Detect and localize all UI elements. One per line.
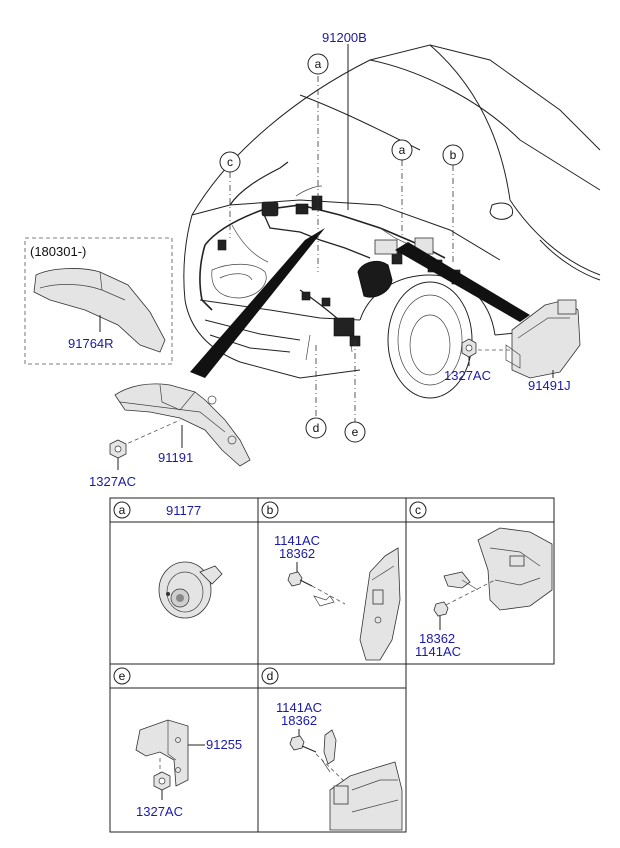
bracket-main: 91191 1327AC: [89, 383, 251, 489]
callout-bracket-main: 91191: [158, 450, 193, 465]
svg-text:c: c: [227, 155, 233, 169]
junction-box: 1327AC 91491J: [444, 299, 581, 393]
marker-d: d: [305, 417, 327, 439]
callout-harness-main: 91200B: [322, 30, 367, 45]
cell-a-part: 91177: [166, 503, 201, 518]
cell-b-part2: 18362: [279, 546, 315, 561]
svg-text:a: a: [315, 57, 322, 71]
cell-c-part2: 1141AC: [415, 644, 461, 659]
svg-text:d: d: [313, 421, 320, 435]
cell-e-marker: e: [119, 669, 126, 683]
cell-c-part1: 18362: [419, 631, 455, 646]
leader-wedge-left: [190, 228, 325, 378]
svg-text:a: a: [399, 143, 406, 157]
callout-nut-left: 1327AC: [89, 474, 136, 489]
cell-a: a 91177: [113, 501, 223, 619]
cell-a-marker: a: [119, 503, 126, 517]
marker-a-mid: a: [391, 139, 413, 161]
date-note: (180301-): [30, 244, 86, 259]
cell-c: c 18362 1141AC: [409, 501, 553, 659]
marker-a-top: a: [307, 53, 329, 75]
callout-protector: 91764R: [68, 336, 114, 351]
cell-e-part1: 91255: [206, 737, 242, 752]
marker-c: c: [219, 151, 241, 173]
cell-e-part2: 1327AC: [136, 804, 183, 819]
cell-d-part1: 1141AC: [276, 700, 322, 715]
callout-nut-right: 1327AC: [444, 368, 491, 383]
callout-junction-box: 91491J: [528, 378, 571, 393]
svg-text:b: b: [450, 148, 457, 162]
cell-b-marker: b: [267, 503, 274, 517]
cell-e: e 91255 1327AC: [113, 667, 242, 819]
marker-b: b: [442, 144, 464, 166]
cell-d: d 1141AC 18362: [261, 667, 403, 831]
cell-d-marker: d: [267, 669, 274, 683]
protector-inset: (180301-) 91764R: [24, 237, 173, 365]
detail-table: [109, 497, 555, 833]
leader-wedge-right: [395, 242, 530, 322]
svg-text:e: e: [352, 425, 359, 439]
cell-b-part1: 1141AC: [274, 533, 320, 548]
cell-b: b 1141AC 18362: [261, 501, 401, 661]
cell-d-part2: 18362: [281, 713, 317, 728]
cell-c-marker: c: [415, 503, 421, 517]
reference-lines: [229, 44, 454, 422]
marker-e: e: [344, 421, 366, 443]
